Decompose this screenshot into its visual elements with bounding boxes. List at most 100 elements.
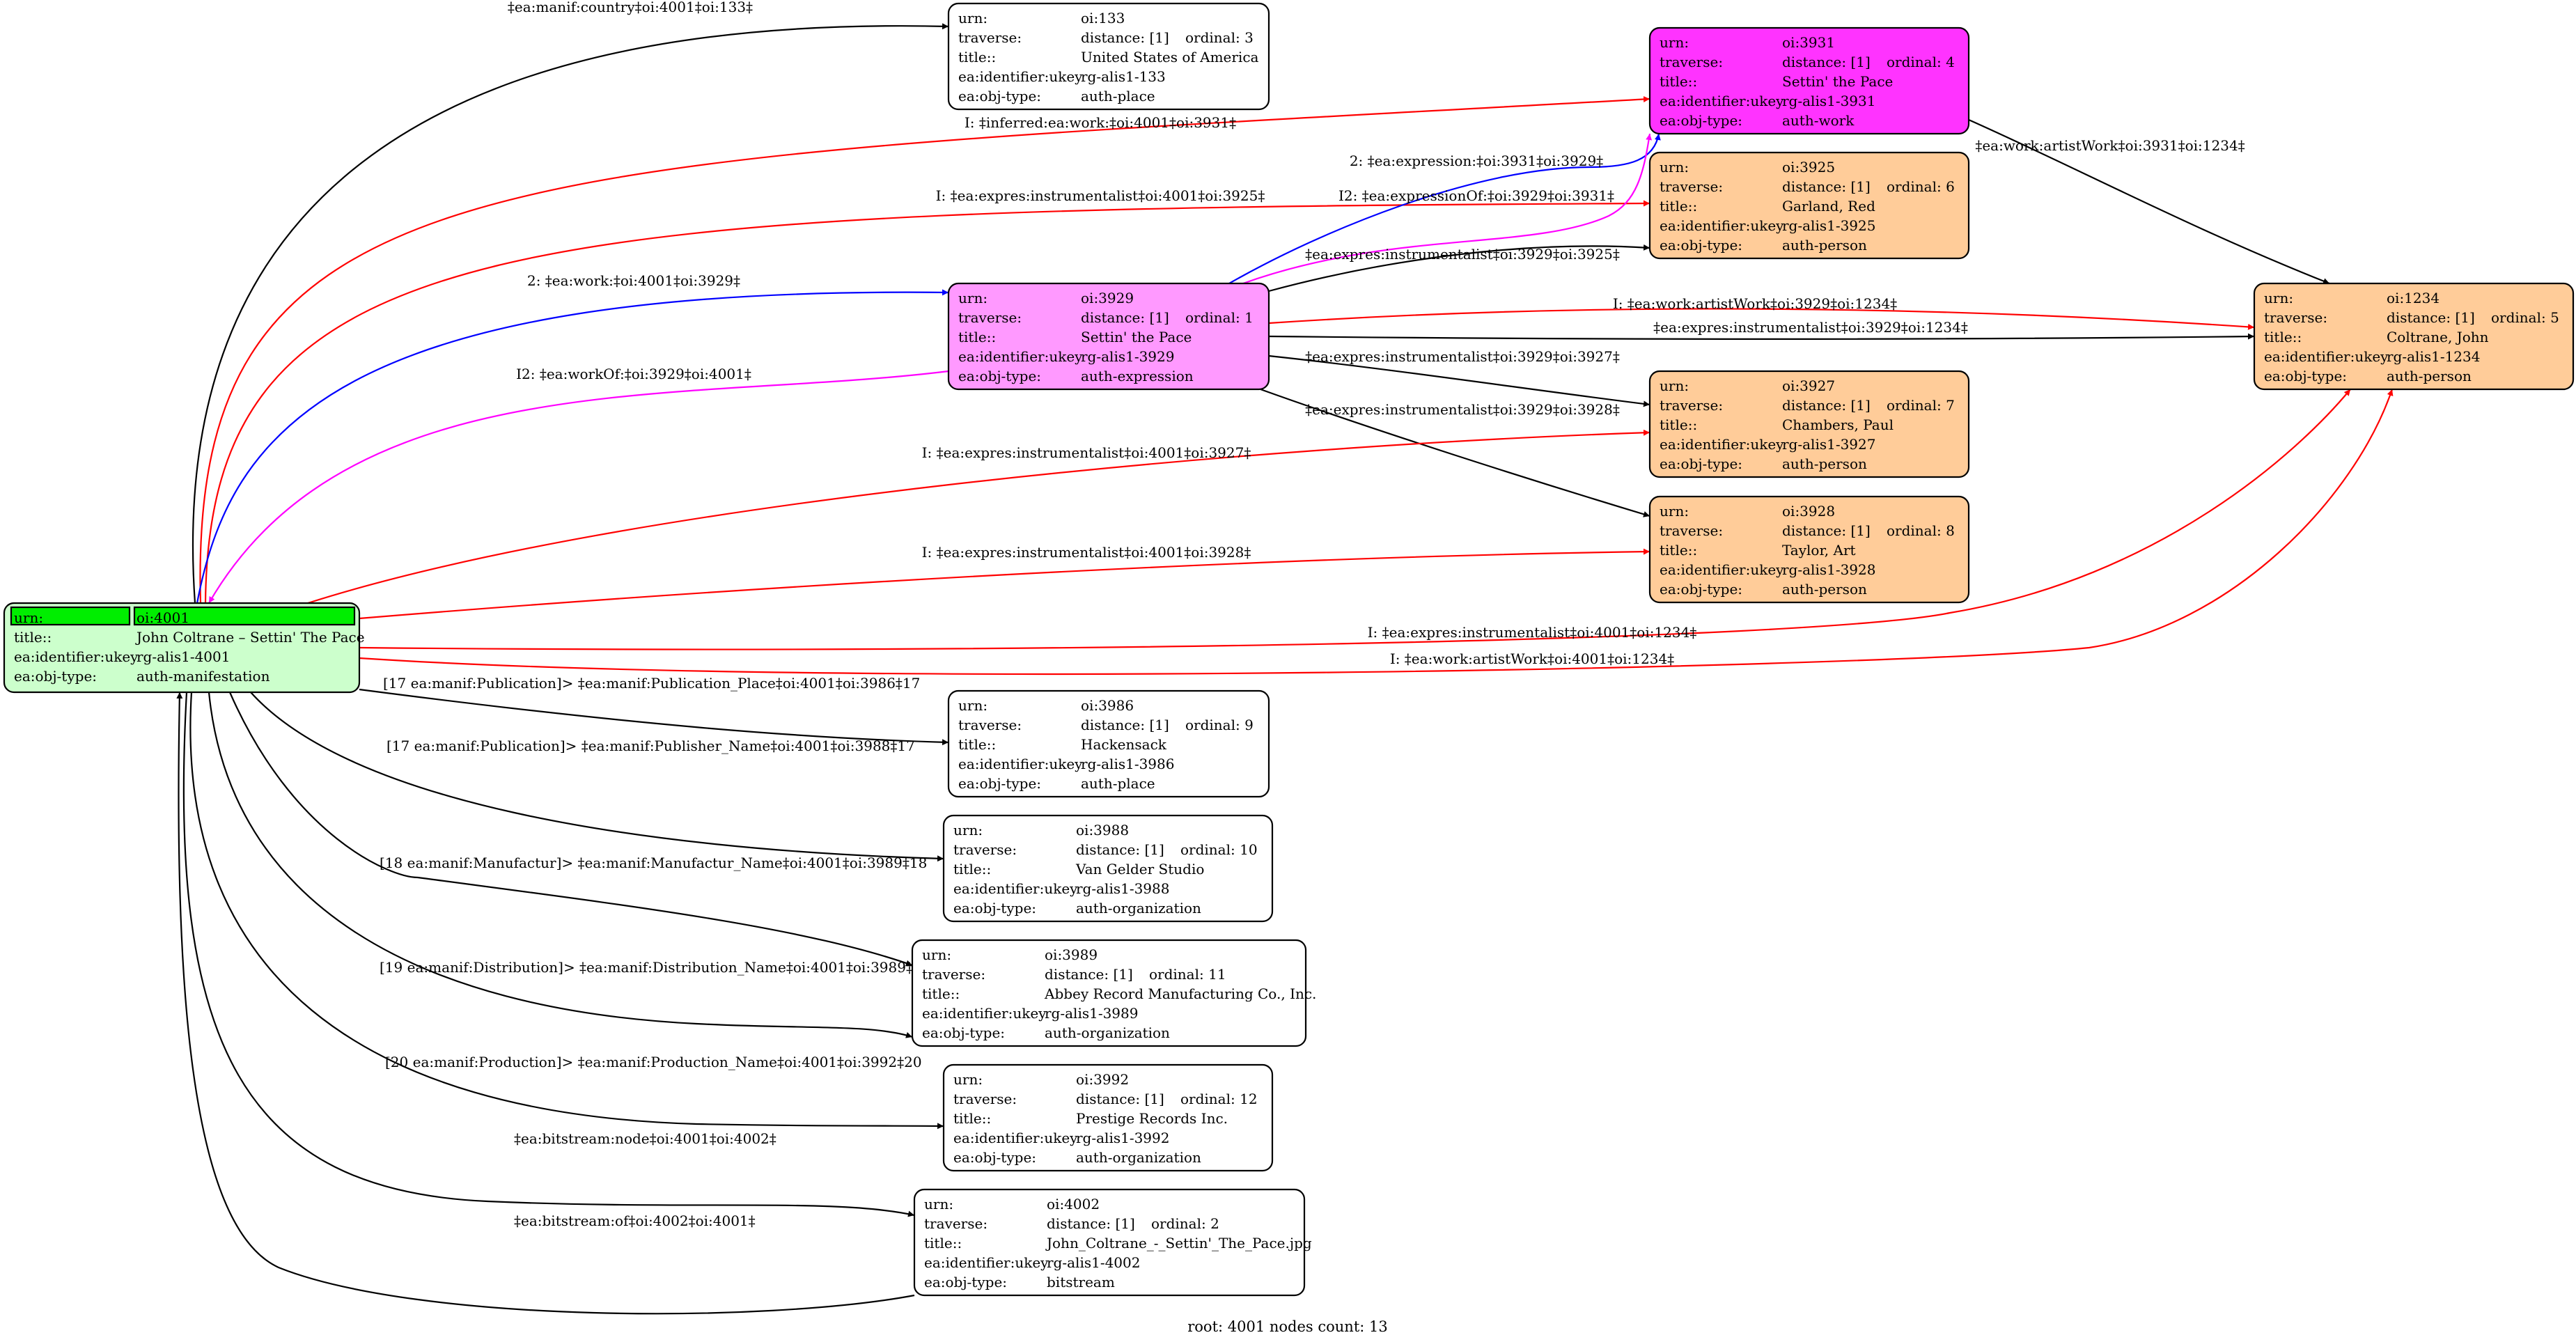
node-field-extra: ordinal: 9 (1185, 717, 1254, 733)
edge-label: I: ‡ea:expres:instrumentalist‡oi:4001‡oi… (1368, 624, 1697, 641)
edge-workof: I2: ‡ea:workOf:‡oi:3929‡oi:4001‡ (208, 366, 949, 604)
edge-label: [18 ea:manif:Manufactur]> ‡ea:manif:Manu… (380, 855, 927, 871)
node-field-key: title:: (953, 861, 991, 877)
edge-instr-3925: I: ‡ea:expres:instrumentalist‡oi:4001‡oi… (204, 187, 1650, 604)
node-field-key: traverse: (2264, 309, 2327, 326)
node-field-value: auth-organization (1076, 1149, 1201, 1166)
edge-line (196, 289, 949, 604)
node-field-value: rg-alis1-3925 (1782, 217, 1875, 234)
node-field-value: Settin' the Pace (1081, 329, 1192, 345)
edge-3929-3925: ‡ea:expres:instrumentalist‡oi:3929‡oi:39… (1268, 244, 1650, 292)
node-field-value: rg-alis1-3931 (1782, 93, 1875, 109)
node-box (942, 1063, 1274, 1172)
node-field-value: United States of America (1081, 49, 1259, 65)
node-field-value: distance: [1] (2387, 309, 2475, 326)
edge-label: [17 ea:manif:Publication]> ‡ea:manif:Pub… (387, 738, 915, 754)
node-box (2253, 282, 2575, 391)
node-field-extra: ordinal: 11 (1149, 966, 1226, 983)
node-field-key: title:: (958, 329, 996, 345)
node-field-value: distance: [1] (1081, 29, 1169, 46)
edge-label: I2: ‡ea:expressionOf:‡oi:3929‡oi:3931‡ (1338, 187, 1614, 204)
edge-line (1260, 388, 1650, 517)
node-field-key: ea:identifier:ukey (924, 1254, 1049, 1271)
edge-label: ‡ea:expres:instrumentalist‡oi:3929‡oi:12… (1653, 319, 1968, 336)
node-field-value: John_Coltrane_-_Settin'_The_Pace.jpg (1045, 1235, 1312, 1251)
node-field-key: ea:obj-type: (953, 1149, 1036, 1166)
node-field-key: ea:identifier:ukey (958, 348, 1083, 365)
node-field-key: ea:obj-type: (1660, 455, 1742, 472)
edge-line (359, 688, 949, 746)
node-box (947, 2, 1270, 111)
edge-bitof: ‡ea:bitstream:of‡oi:4002‡oi:4001‡ (176, 692, 915, 1315)
node-field-key: ea:identifier:ukey (922, 1005, 1047, 1022)
edge-artistwork-3931: ‡ea:work:artistWork‡oi:3931‡oi:1234‡ (1968, 118, 2330, 285)
node-field-key: title:: (1660, 198, 1697, 214)
node-field-key: urn: (1660, 377, 1689, 394)
edge-label: I: ‡ea:work:artistWork‡oi:3929‡oi:1234‡ (1613, 295, 1897, 312)
graph-caption: root: 4001 nodes count: 13 (1187, 1318, 1388, 1335)
node-field-key: traverse: (953, 841, 1017, 858)
node-field-value: oi:1234 (2387, 290, 2440, 306)
node-box (1648, 26, 1970, 135)
node-field-key: urn: (958, 290, 988, 306)
node-field-value: oi:4001 (136, 609, 189, 626)
edge-label: 2: ‡ea:work:‡oi:4001‡oi:3929‡ (527, 272, 740, 289)
edge-line (1228, 133, 1661, 284)
node-field-value: rg-alis1-3992 (1076, 1130, 1169, 1146)
node-field-value: rg-alis1-3928 (1782, 561, 1875, 578)
node-field-key: ea:obj-type: (953, 900, 1036, 916)
node-field-key: traverse: (1660, 522, 1723, 539)
edge-line (228, 692, 913, 967)
edge-distrib: [19 ea:manif:Distribution]> ‡ea:manif:Di… (208, 692, 930, 1038)
node-field-key: ea:identifier:ukey (953, 1130, 1078, 1146)
node-field-value: oi:3931 (1782, 34, 1835, 51)
edge-pubplace: [17 ea:manif:Publication]> ‡ea:manif:Pub… (359, 675, 949, 746)
node-field-value: John Coltrane – Settin' The Pace (135, 629, 365, 646)
node-field-value: oi:3988 (1076, 822, 1129, 838)
edge-expressionof: I2: ‡ea:expressionOf:‡oi:3929‡oi:3931‡ (1242, 133, 1653, 285)
edge-artistwork-4001: I: ‡ea:work:artistWork‡oi:4001‡oi:1234‡ (359, 389, 2394, 676)
node-field-key: urn: (14, 609, 43, 626)
node-field-value: distance: [1] (1782, 397, 1871, 414)
edge-bitnode: ‡ea:bitstream:node‡oi:4001‡oi:4002‡ (182, 692, 915, 1217)
node-field-value: oi:3927 (1782, 377, 1835, 394)
node-field-value: rg-alis1-3989 (1045, 1005, 1138, 1022)
node-box (1648, 370, 1970, 478)
node-field-key: traverse: (922, 966, 985, 983)
edge-artistwork-3929: I: ‡ea:work:artistWork‡oi:3929‡oi:1234‡ (1268, 295, 2255, 330)
edge-line (1268, 354, 1650, 407)
node-box (1648, 495, 1970, 604)
node-field-key: title:: (953, 1110, 991, 1127)
edge-line (192, 23, 949, 604)
node-box (942, 814, 1274, 923)
node-field-extra: ordinal: 1 (1185, 309, 1254, 326)
edge-3929-3928: ‡ea:expres:instrumentalist‡oi:3929‡oi:39… (1260, 388, 1650, 517)
node-field-value: distance: [1] (1045, 966, 1133, 983)
edge-label: I: ‡ea:work:artistWork‡oi:4001‡oi:1234‡ (1390, 650, 1674, 667)
node-field-value: Coltrane, John (2387, 329, 2489, 345)
edge-line (1268, 333, 2255, 340)
edge-instr-3927: I: ‡ea:expres:instrumentalist‡oi:4001‡oi… (307, 429, 1650, 604)
node-field-value: bitstream (1047, 1274, 1115, 1290)
node-box (1648, 151, 1970, 260)
node-field-value: distance: [1] (1782, 178, 1871, 195)
edge-3929-1234: ‡ea:expres:instrumentalist‡oi:3929‡oi:12… (1268, 319, 2255, 340)
edge-label: ‡ea:expres:instrumentalist‡oi:3929‡oi:39… (1305, 401, 1620, 418)
node-field-value: distance: [1] (1782, 54, 1871, 70)
node-field-extra: ordinal: 12 (1180, 1091, 1258, 1107)
node-field-key: traverse: (958, 29, 1022, 46)
